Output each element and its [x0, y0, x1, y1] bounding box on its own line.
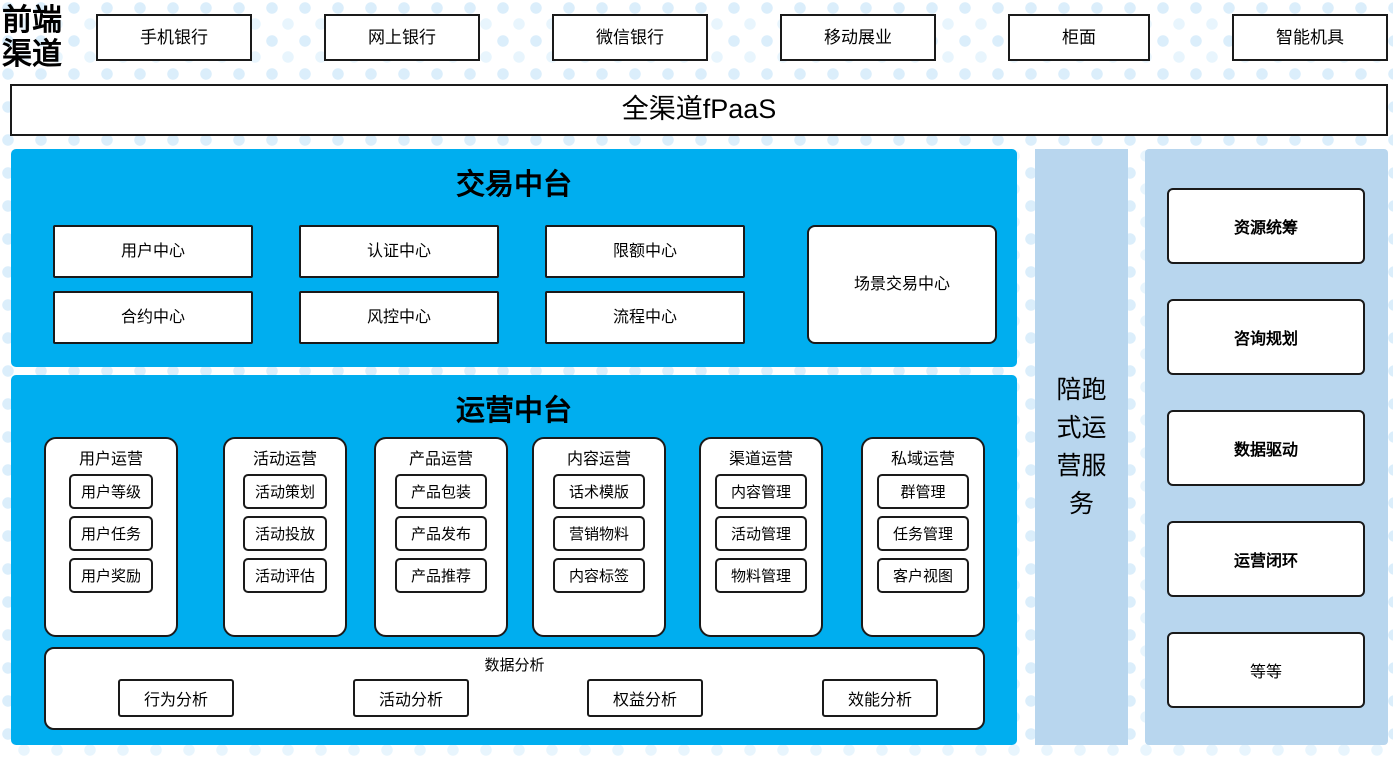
accompany-service-label: 陪跑式运营服务 [1056, 376, 1107, 518]
data-analysis-item-efficiency[interactable]: 效能分析 [822, 679, 938, 717]
frontend-channel-label-line2: 渠道 [2, 38, 62, 71]
service-item-resource-coordination[interactable]: 资源统筹 [1167, 188, 1365, 264]
ops-item[interactable]: 产品发布 [395, 516, 487, 551]
channel-box-counter[interactable]: 柜面 [1008, 14, 1150, 61]
ops-item[interactable]: 客户视图 [877, 558, 969, 593]
ops-center-title: 运营中台 [455, 395, 572, 427]
trade-module-contract-center[interactable]: 合约中心 [53, 291, 253, 344]
ops-group-user: 用户运营 用户等级 用户任务 用户奖励 [44, 437, 178, 637]
service-item-data-driven[interactable]: 数据驱动 [1167, 410, 1365, 486]
ops-group-channel: 渠道运营 内容管理 活动管理 物料管理 [699, 437, 823, 637]
trade-module-scene-trade-center[interactable]: 场景交易中心 [807, 225, 997, 344]
data-analysis-item-benefit[interactable]: 权益分析 [587, 679, 703, 717]
ops-item[interactable]: 营销物料 [553, 516, 645, 551]
ops-group-title: 渠道运营 [728, 451, 793, 468]
service-item-ops-closed-loop[interactable]: 运营闭环 [1167, 521, 1365, 597]
trade-module-limit-center[interactable]: 限额中心 [545, 225, 745, 278]
data-analysis-title: 数据分析 [484, 657, 545, 674]
ops-group-content: 内容运营 话术模版 营销物料 内容标签 [532, 437, 666, 637]
channel-box-online-bank[interactable]: 网上银行 [324, 14, 480, 61]
accompany-service-column: 陪跑式运营服务 [1035, 149, 1128, 745]
ops-item[interactable]: 产品包装 [395, 474, 487, 509]
trade-module-process-center[interactable]: 流程中心 [545, 291, 745, 344]
ops-item[interactable]: 活动投放 [243, 516, 327, 551]
channel-box-mobile-bank[interactable]: 手机银行 [96, 14, 252, 61]
trade-module-user-center[interactable]: 用户中心 [53, 225, 253, 278]
frontend-channel-label-line1: 前端 [2, 4, 62, 37]
ops-item[interactable]: 用户等级 [69, 474, 153, 509]
trade-center-panel: 交易中台 用户中心 认证中心 限额中心 合约中心 风控中心 流程中心 场景交易中… [11, 149, 1017, 367]
ops-group-private-domain: 私域运营 群管理 任务管理 客户视图 [861, 437, 985, 637]
trade-module-risk-center[interactable]: 风控中心 [299, 291, 499, 344]
ops-group-product: 产品运营 产品包装 产品发布 产品推荐 [374, 437, 508, 637]
service-item-etc[interactable]: 等等 [1167, 632, 1365, 708]
data-analysis-item-campaign[interactable]: 活动分析 [353, 679, 469, 717]
ops-item[interactable]: 用户奖励 [69, 558, 153, 593]
fpaas-bar: 全渠道fPaaS [10, 84, 1388, 136]
ops-item[interactable]: 用户任务 [69, 516, 153, 551]
channel-box-wechat-bank[interactable]: 微信银行 [552, 14, 708, 61]
service-item-consulting-planning[interactable]: 咨询规划 [1167, 299, 1365, 375]
frontend-channel-label: 前端 渠道 [2, 2, 88, 74]
ops-group-campaign: 活动运营 活动策划 活动投放 活动评估 [223, 437, 347, 637]
ops-item[interactable]: 群管理 [877, 474, 969, 509]
ops-group-title: 内容运营 [566, 451, 631, 468]
ops-item[interactable]: 活动评估 [243, 558, 327, 593]
ops-group-title: 活动运营 [252, 451, 317, 468]
ops-item[interactable]: 任务管理 [877, 516, 969, 551]
ops-item[interactable]: 物料管理 [715, 558, 807, 593]
data-analysis-item-behavior[interactable]: 行为分析 [118, 679, 234, 717]
data-analysis-box: 数据分析 行为分析 活动分析 权益分析 效能分析 [44, 647, 985, 730]
channel-box-mobile-business[interactable]: 移动展业 [780, 14, 936, 61]
ops-item[interactable]: 活动策划 [243, 474, 327, 509]
ops-item[interactable]: 内容管理 [715, 474, 807, 509]
ops-group-title: 产品运营 [408, 451, 473, 468]
ops-group-title: 私域运营 [890, 451, 955, 468]
trade-center-title: 交易中台 [455, 169, 572, 201]
ops-center-panel: 运营中台 用户运营 用户等级 用户任务 用户奖励 活动运营 活动策划 活动投放 … [11, 375, 1017, 745]
ops-item[interactable]: 活动管理 [715, 516, 807, 551]
service-column: 资源统筹 咨询规划 数据驱动 运营闭环 等等 [1145, 149, 1388, 745]
ops-item[interactable]: 产品推荐 [395, 558, 487, 593]
ops-item[interactable]: 话术模版 [553, 474, 645, 509]
ops-group-title: 用户运营 [78, 451, 143, 468]
channel-box-smart-machine[interactable]: 智能机具 [1232, 14, 1388, 61]
ops-item[interactable]: 内容标签 [553, 558, 645, 593]
trade-module-auth-center[interactable]: 认证中心 [299, 225, 499, 278]
